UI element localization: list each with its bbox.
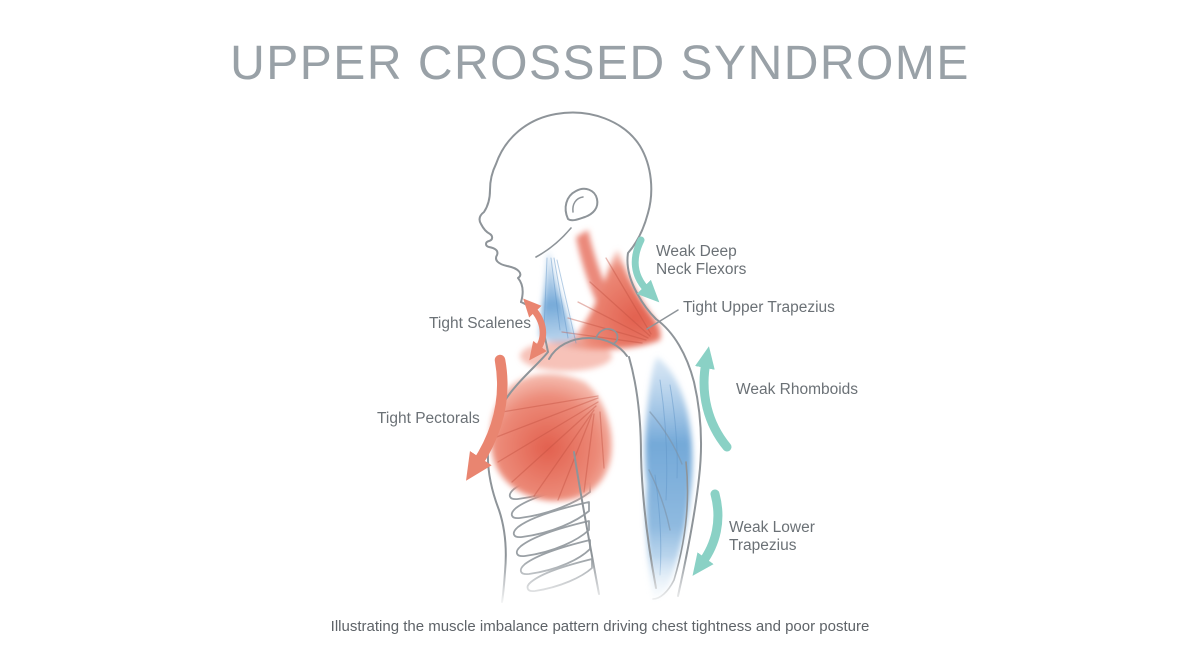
arrow-tight-pectorals [466, 354, 508, 481]
annotation-arrows [466, 236, 732, 576]
label-tight-scalenes: Tight Scalenes [429, 315, 531, 332]
leader-line-upper-trapezius [646, 309, 679, 330]
figure-caption: Illustrating the muscle imbalance patter… [330, 618, 870, 635]
jaw-line [535, 227, 572, 258]
muscle-striations [493, 257, 683, 576]
shoulder-cap-outline [548, 337, 628, 360]
arrow-weak-lower-trapezius [692, 489, 723, 576]
scalenes-muscle [539, 252, 586, 348]
upper-trapezius-muscle [566, 250, 661, 350]
ear-inner-outline [572, 196, 584, 213]
lower-trap-edge [652, 461, 689, 600]
label-weak-lower-trapezius: Weak Lower Trapezius [729, 519, 815, 554]
muscle-fills [490, 230, 693, 600]
arm-outer-outline [628, 356, 657, 589]
page-title: UPPER CROSSED SYNDROME [230, 37, 970, 90]
arm-inner-outline [573, 451, 600, 595]
label-tight-upper-trapezius: Tight Upper Trapezius [683, 299, 835, 316]
shoulder-joint-bump [595, 328, 619, 345]
figure-group [478, 111, 703, 603]
label-weak-deep-neck-flexors: Weak Deep Neck Flexors [656, 243, 747, 278]
back-outline [655, 318, 703, 597]
label-weak-rhomboids: Weak Rhomboids [736, 381, 859, 398]
head-face-outline [478, 111, 657, 320]
arrow-tight-scalenes [523, 298, 547, 361]
pectoralis-muscle [490, 373, 612, 502]
label-tight-pectorals: Tight Pectorals [377, 410, 480, 427]
arrow-weak-rhomboids [695, 346, 732, 452]
arrow-weak-deep-neck-flexors [631, 236, 660, 303]
rhomboid-lower-trap-muscle [645, 357, 693, 600]
ear-outline [564, 187, 599, 222]
